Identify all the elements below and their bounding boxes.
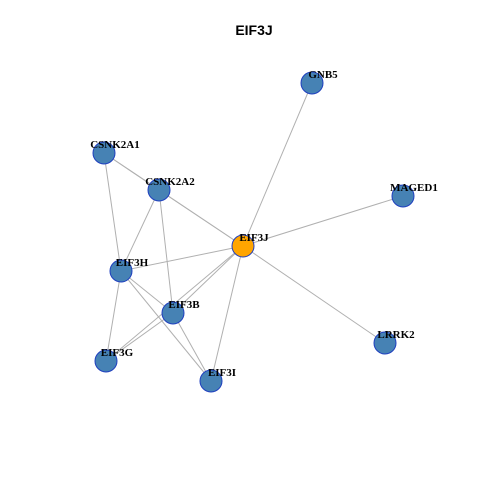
node-csnk2a2[interactable]: CSNK2A2 xyxy=(145,176,195,202)
edge-eif3j-maged1 xyxy=(242,195,404,247)
node-eif3j[interactable]: EIF3J xyxy=(231,232,269,258)
node-label-csnk2a2: CSNK2A2 xyxy=(145,176,195,188)
node-circle-csnk2a1[interactable] xyxy=(92,141,116,165)
node-label-csnk2a1: CSNK2A1 xyxy=(90,139,140,151)
node-circle-maged1[interactable] xyxy=(391,184,415,208)
graph-title: EIF3J xyxy=(235,22,272,38)
node-circle-eif3g[interactable] xyxy=(94,349,118,373)
edge-eif3j-eif3i xyxy=(210,245,244,382)
node-circle-lrrk2[interactable] xyxy=(373,331,397,355)
node-lrrk2[interactable]: LRRK2 xyxy=(373,329,415,355)
node-label-eif3j: EIF3J xyxy=(239,232,269,244)
node-circle-eif3b[interactable] xyxy=(161,301,185,325)
node-circle-gnb5[interactable] xyxy=(300,71,324,95)
edge-eif3b-eif3i xyxy=(172,312,212,382)
node-label-eif3i: EIF3I xyxy=(208,367,236,379)
node-eif3i[interactable]: EIF3I xyxy=(199,367,236,393)
node-eif3b[interactable]: EIF3B xyxy=(161,299,200,325)
node-label-eif3g: EIF3G xyxy=(101,347,134,359)
node-eif3h[interactable]: EIF3H xyxy=(109,257,149,283)
node-gnb5[interactable]: GNB5 xyxy=(300,69,338,95)
node-label-eif3b: EIF3B xyxy=(168,299,200,311)
node-label-eif3h: EIF3H xyxy=(116,257,149,269)
edge-csnk2a2-eif3b xyxy=(158,189,174,314)
edge-csnk2a2-eif3h xyxy=(120,189,160,272)
edge-eif3j-csnk2a2 xyxy=(158,189,244,247)
edge-eif3b-eif3g xyxy=(105,312,174,362)
edge-eif3h-eif3i xyxy=(120,270,212,382)
edge-eif3j-lrrk2 xyxy=(242,245,386,344)
node-label-gnb5: GNB5 xyxy=(308,69,338,81)
node-circle-eif3h[interactable] xyxy=(109,259,133,283)
node-eif3g[interactable]: EIF3G xyxy=(94,347,134,373)
node-maged1[interactable]: MAGED1 xyxy=(390,182,438,208)
node-circle-csnk2a2[interactable] xyxy=(147,178,171,202)
node-circle-eif3i[interactable] xyxy=(199,369,223,393)
edge-csnk2a1-eif3h xyxy=(103,152,122,272)
node-circle-eif3j[interactable] xyxy=(231,234,255,258)
edge-eif3j-eif3b xyxy=(172,245,244,314)
node-csnk2a1[interactable]: CSNK2A1 xyxy=(90,139,140,165)
edge-eif3h-eif3g xyxy=(105,270,122,362)
edge-eif3j-eif3h xyxy=(120,245,244,272)
node-label-lrrk2: LRRK2 xyxy=(377,329,415,341)
edge-eif3j-gnb5 xyxy=(242,82,313,247)
node-label-maged1: MAGED1 xyxy=(390,182,438,194)
